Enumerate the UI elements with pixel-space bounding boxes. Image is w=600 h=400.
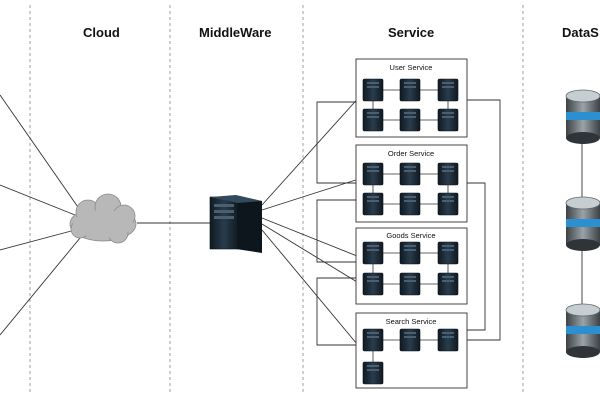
server-icon [362, 241, 384, 265]
route-right-1 [448, 99, 501, 341]
server-icon [362, 192, 384, 216]
server-icon [437, 108, 459, 132]
database-icon [565, 303, 600, 358]
client-line-2 [0, 184, 76, 216]
server-icon [437, 241, 459, 265]
server-icon [399, 108, 421, 132]
cloud-icon [69, 193, 137, 244]
route-left-2 [316, 199, 362, 263]
middleware-fan-lines [261, 93, 363, 351]
database-icon [565, 196, 600, 251]
server-icon [399, 272, 421, 296]
server-icon [399, 328, 421, 352]
server-icon [362, 272, 384, 296]
server-icon [362, 108, 384, 132]
service-label-goods: Goods Service [386, 231, 436, 240]
route-left-3 [316, 277, 362, 346]
middleware-server-icon [209, 195, 262, 253]
routing-lines [316, 99, 501, 346]
server-icon [362, 162, 384, 186]
column-title-service: Service [388, 25, 435, 40]
client-connections [0, 94, 81, 336]
fan-line-5 [261, 229, 363, 351]
server-icon [399, 241, 421, 265]
server-icon [362, 78, 384, 102]
column-title-cloud: Cloud [83, 25, 120, 40]
route-right-2 [462, 182, 486, 331]
service-label-search: Search Service [385, 317, 437, 326]
server-icon [437, 162, 459, 186]
fan-line-1 [261, 93, 363, 206]
client-line-1 [0, 94, 81, 211]
route-left-1 [316, 101, 362, 184]
database-icon [565, 89, 600, 144]
fan-line-4 [261, 223, 363, 286]
fan-line-3 [261, 217, 363, 259]
server-icon [437, 78, 459, 102]
client-line-3 [0, 229, 76, 251]
server-icon [399, 78, 421, 102]
server-icon [399, 162, 421, 186]
column-dividers [29, 5, 524, 395]
client-line-4 [0, 237, 81, 336]
column-title-middleware: MiddleWare [199, 25, 272, 40]
server-icon [399, 192, 421, 216]
service-label-user: User Service [389, 63, 433, 72]
service-label-order: Order Service [387, 149, 435, 158]
server-icon [437, 272, 459, 296]
server-icon [437, 192, 459, 216]
server-icon [437, 328, 459, 352]
server-icon [362, 328, 384, 352]
column-title-datastore: DataS [562, 25, 599, 40]
server-icon [362, 361, 384, 385]
